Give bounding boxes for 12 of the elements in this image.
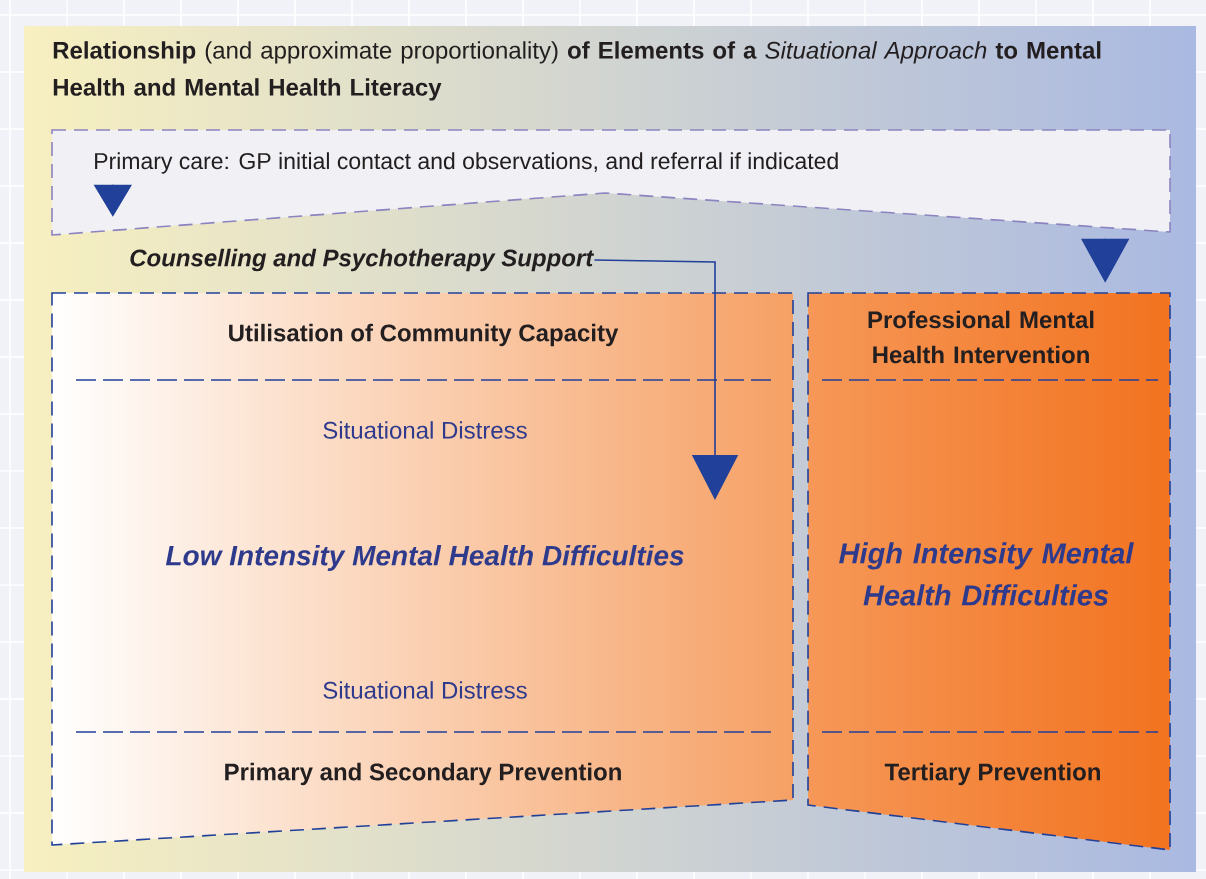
- panel-text: Primary care: GP initial contact and observations, and referral if indicated: [95, 152, 838, 174]
- panel-label: Low Intensity Mental Health Difficulties: [165, 544, 684, 572]
- title: Relationship (and approximate proportionality) of Elements of a Situational Approach to Mental Health and Mental Health Literacy: [53, 41, 1101, 101]
- panel-label: Situational Distress: [323, 421, 527, 439]
- panel-label: Situational Distress: [323, 681, 527, 699]
- section-heading: Utilisation of Community Capacity: [229, 323, 619, 347]
- section-heading: Tertiary Prevention: [884, 762, 1100, 786]
- arrow: [593, 259, 739, 500]
- panel-label: High Intensity Mental Health Difficulties: [839, 542, 1134, 606]
- support-label: Counselling and Psychotherapy Support: [130, 248, 595, 272]
- section-heading: Professional Mental Health Intervention: [868, 310, 1094, 364]
- section-heading: Primary and Secondary Prevention: [225, 762, 621, 786]
